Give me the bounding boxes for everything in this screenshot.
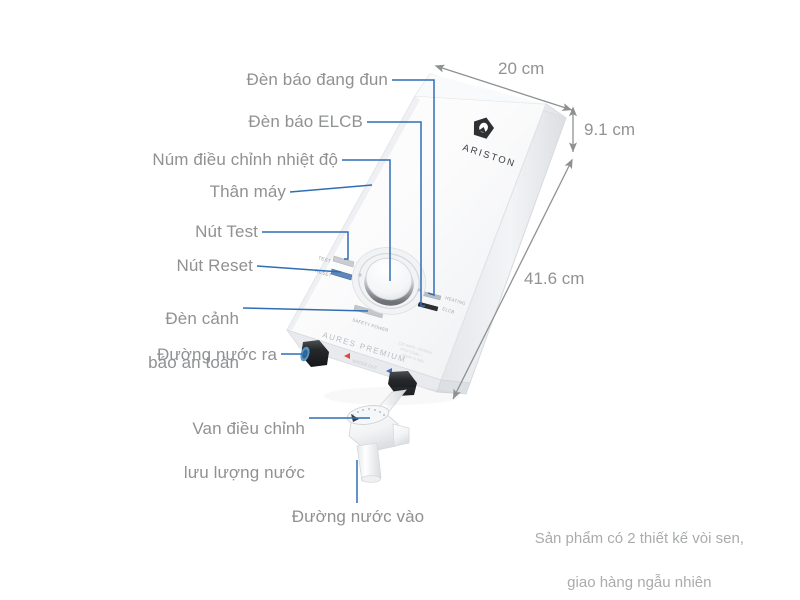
- callout-safety-lamp-line1: Đèn cảnh: [165, 309, 239, 328]
- callout-elcb-indicator: Đèn báo ELCB: [248, 112, 363, 131]
- water-inlet-fitting: [388, 371, 417, 396]
- body-left-edge: [287, 96, 420, 330]
- callout-temp-knob: Núm điều chỉnh nhiệt độ: [152, 150, 338, 169]
- svg-text:Made in Italy: Made in Italy: [402, 352, 425, 363]
- callout-flow-valve: Van điều chỉnh lưu lượng nước: [155, 396, 305, 506]
- leader-safety-lamp: [242, 307, 369, 312]
- callout-flow-valve-line2: lưu lượng nước: [183, 463, 305, 482]
- callout-safety-lamp-line2: báo an toàn: [148, 353, 239, 372]
- leader-temp-knob: [342, 159, 391, 281]
- callout-water-inlet: Đường nước vào: [291, 507, 425, 526]
- leader-reset-button: [256, 265, 342, 273]
- test-button[interactable]: TEST: [318, 255, 355, 268]
- dimension-width-label: 20 cm: [498, 59, 545, 78]
- callout-water-outlet: Đường nước ra: [156, 345, 277, 364]
- callout-heating-indicator: Đèn báo đang đun: [246, 70, 388, 89]
- leader-body: [289, 184, 373, 193]
- dimension-depth-label: 9.1 cm: [584, 120, 636, 139]
- footnote: Sản phẩm có 2 thiết kế vòi sen, giao hàn…: [490, 506, 772, 600]
- inlet-spout-mouth: [361, 475, 381, 483]
- callout-test-button: Nút Test: [195, 222, 258, 241]
- temperature-knob[interactable]: [344, 239, 434, 324]
- callout-reset-button: Nút Reset: [176, 256, 253, 275]
- dimension-lines: [434, 64, 578, 400]
- ariston-logo: [473, 117, 495, 139]
- dimension-height-label: 41.6 cm: [524, 269, 585, 288]
- svg-text:ELCB: ELCB: [442, 306, 456, 314]
- leader-elcb-indicator: [367, 121, 425, 307]
- body-shadow: [324, 387, 460, 405]
- flow-control-valve[interactable]: [346, 403, 410, 453]
- svg-text:TEST: TEST: [318, 255, 332, 264]
- leader-heating-indicator: [392, 79, 435, 297]
- callout-safety-lamp: Đèn cảnh báo an toàn: [99, 286, 239, 396]
- knob-min-mark: [358, 273, 362, 277]
- svg-text:IPX4 Class I: IPX4 Class I: [400, 346, 423, 357]
- callout-flow-valve-line1: Van điều chỉnh: [192, 419, 305, 438]
- knob-max-mark: [417, 288, 421, 292]
- callout-body: Thân máy: [209, 182, 286, 201]
- knob-cap: [365, 257, 413, 301]
- footnote-line2: giao hàng ngẫu nhiên: [567, 574, 712, 591]
- valve-side-port: [392, 423, 410, 447]
- inlet-spout: [356, 442, 382, 482]
- hot-water-arrow: [344, 353, 350, 359]
- leader-lines: [242, 79, 435, 503]
- dimension-height-line: [452, 158, 573, 400]
- svg-text:RESET: RESET: [315, 268, 333, 278]
- elcb-indicator-led: ELCB: [417, 301, 456, 315]
- footnote-line1: Sản phẩm có 2 thiết kế vòi sen,: [534, 530, 744, 547]
- dimension-width-line: [434, 64, 573, 111]
- leader-test-button: [262, 231, 349, 260]
